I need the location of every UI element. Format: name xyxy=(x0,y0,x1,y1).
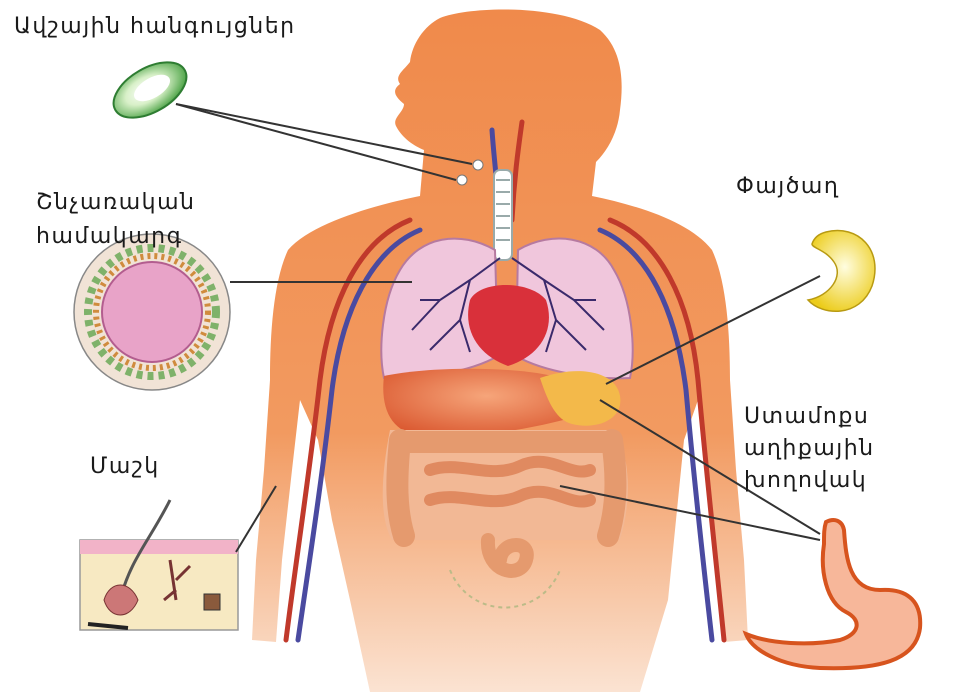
label-digestive-tract-line2: աղիքային xyxy=(744,434,875,464)
label-lymph-nodes: Ավշային հանգույցներ xyxy=(14,12,296,42)
neck-lymph-node-2 xyxy=(457,175,467,185)
label-respiratory-system-line1: Շնչառական xyxy=(36,188,195,218)
label-respiratory-system-line2: համակարգ xyxy=(36,222,183,252)
label-digestive-tract-line3: խողովակ xyxy=(744,466,867,496)
label-spleen: Փայծաղ xyxy=(736,172,839,202)
label-skin: Մաշկ xyxy=(90,452,160,482)
spleen-illustration xyxy=(808,231,875,312)
trachea xyxy=(494,170,512,260)
lymph-node-illustration xyxy=(104,51,195,129)
stomach-illustration xyxy=(746,520,920,668)
label-digestive-tract-line1: Ստամոքս xyxy=(744,402,869,432)
neck-lymph-node-1 xyxy=(473,160,483,170)
skin-cross-section xyxy=(80,500,238,630)
bronchus-cross-section xyxy=(74,234,230,390)
